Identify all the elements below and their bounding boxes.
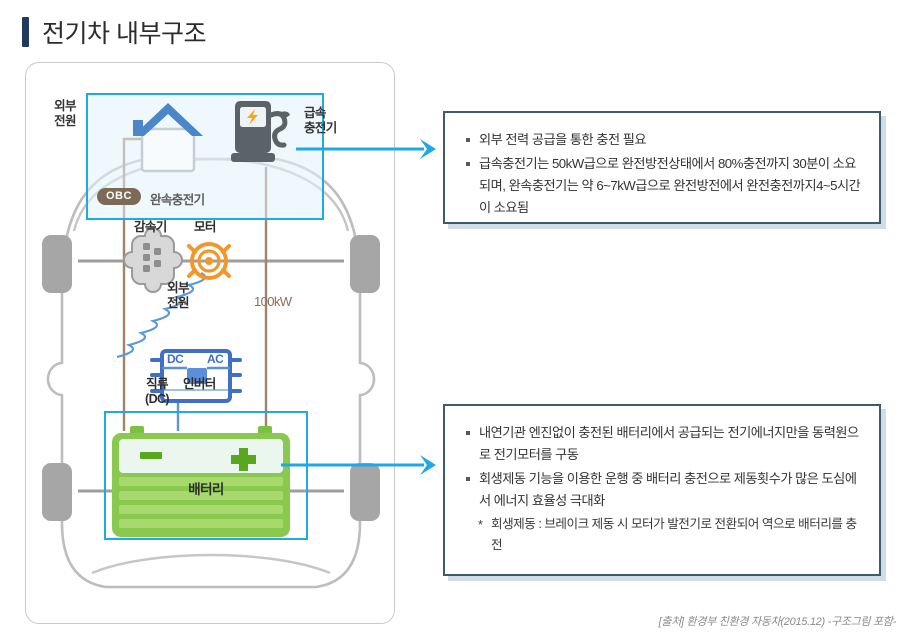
- callout-arrow-bottom: [281, 455, 436, 475]
- obc-label: 완속충전기: [150, 193, 205, 207]
- battery-note-1: 회생제동 : 브레이크 제동 시 모터가 발전기로 전환되어 역으로 배터리를 …: [465, 514, 861, 556]
- charging-callout-inner: 외부 전력 공급을 통한 충전 필요 급속충전기는 50kW급으로 완전방전상태…: [445, 113, 879, 231]
- dc-label-l2: (DC): [145, 392, 170, 406]
- charger-label: 급속 충전기: [304, 106, 364, 136]
- battery-callout-box: 내연기관 엔진없이 충전된 배터리에서 공급되는 전기에너지만을 동력원으로 전…: [443, 404, 881, 576]
- diagram-panel: 외부 전원 급속 충전기 OBC 완속충전기 감속기 모터 외부 전원 100k…: [25, 62, 395, 624]
- motor-icon: [187, 242, 231, 280]
- charging-callout-box: 외부 전력 공급을 통한 충전 필요 급속충전기는 50kW급으로 완전방전상태…: [443, 111, 881, 224]
- charging-bullet-1: 외부 전력 공급을 통한 충전 필요: [465, 129, 861, 151]
- source-citation: [출처] 환경부 친환경 자동차(2015.12) -구조그림 포함-: [658, 616, 897, 628]
- obc-badge: OBC: [97, 188, 141, 205]
- charger-label-l2: 충전기: [304, 121, 337, 135]
- battery-bullet-2: 회생제동 기능을 이용한 운행 중 배터리 충전으로 제동횟수가 많은 도심에서…: [465, 468, 861, 512]
- coil-motor-to-inverter: [116, 272, 207, 359]
- wheel-rear-right: [350, 463, 380, 521]
- ev-cutaway-diagram: [42, 137, 380, 589]
- battery-label: 배터리: [188, 482, 224, 497]
- house-label-l2: 전원: [54, 114, 76, 128]
- wheel-front-left: [42, 235, 72, 293]
- motor-label: 모터: [194, 220, 216, 234]
- wheel-rear-left: [42, 463, 72, 521]
- inverter-ac-text: AC: [207, 352, 224, 366]
- reducer-icon: [123, 227, 183, 293]
- page-title-text: 전기차 내부구조: [42, 20, 206, 48]
- ext-power-l1: 외부: [167, 281, 189, 295]
- dc-label: 직류 (DC): [136, 377, 178, 407]
- battery-icon: [112, 426, 290, 537]
- wheel-front-right: [350, 235, 380, 293]
- external-power-house-icon: [133, 103, 203, 173]
- ext-power-l2: 전원: [167, 296, 189, 310]
- external-power-inline-label: 외부 전원: [158, 281, 198, 311]
- charging-bullet-2: 급속충전기는 50kW급으로 완전방전상태에서 80%충전까지 30분이 소요되…: [465, 153, 861, 219]
- rear-arc: [91, 553, 331, 575]
- battery-highlight-box: [104, 411, 308, 540]
- house-label-l1: 외부: [54, 99, 76, 113]
- reducer-label: 감속기: [134, 220, 167, 234]
- inverter-dc-text: DC: [167, 352, 184, 366]
- power-rating-label: 100kW: [254, 294, 292, 309]
- house-label: 외부 전원: [26, 99, 104, 129]
- inverter-label: 인버터: [183, 377, 216, 391]
- page-title: 전기차 내부구조: [22, 14, 206, 50]
- title-accent-bar: [22, 17, 29, 47]
- inverter-icon: [150, 349, 242, 403]
- fast-charger-icon: [231, 101, 290, 162]
- dc-label-l1: 직류: [146, 377, 168, 391]
- callout-arrow-top: [296, 139, 436, 159]
- charger-label-l1: 급속: [304, 106, 326, 120]
- battery-callout-inner: 내연기관 엔진없이 충전된 배터리에서 공급되는 전기에너지만을 동력원으로 전…: [445, 406, 879, 566]
- battery-bullet-1: 내연기관 엔진없이 충전된 배터리에서 공급되는 전기에너지만을 동력원으로 전…: [465, 422, 861, 466]
